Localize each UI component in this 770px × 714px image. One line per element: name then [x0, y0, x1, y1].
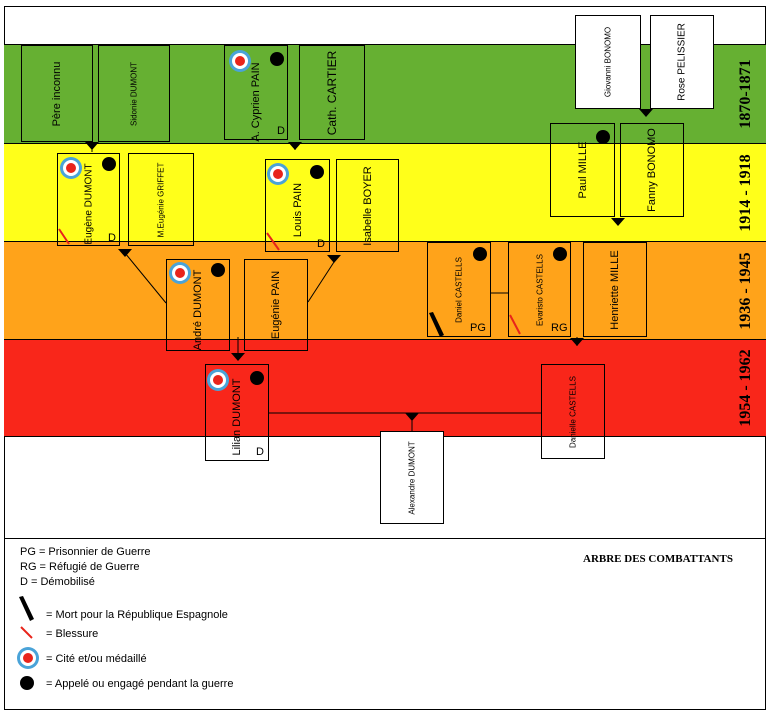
conscript-dot-icon [102, 157, 116, 171]
person-box[interactable]: Daniel CASTELLS PG [427, 242, 491, 337]
person-name: Sidonie DUMONT [129, 61, 139, 126]
conscript-dot-icon [310, 165, 324, 179]
person-name: Giovanni BONOMO [603, 26, 613, 98]
person-name: André DUMONT [192, 269, 204, 350]
person-name: Danielle CASTELLS [568, 375, 578, 448]
person-box[interactable]: Paul MILLE [550, 123, 615, 217]
wound-icon [266, 232, 280, 251]
person-box[interactable]: André DUMONT [166, 259, 230, 351]
wound-icon [20, 626, 33, 639]
chart-title: ARBRE DES COMBATTANTS [583, 553, 733, 565]
person-name: Cath. CARTIER [325, 50, 339, 135]
person-name: A. Cyprien PAIN [250, 62, 262, 142]
person-name: Paul MILLE [576, 141, 589, 199]
person-name: Eugénie PAIN [270, 270, 282, 340]
person-box[interactable]: Isabelle BOYER [336, 159, 399, 252]
medal-icon [267, 163, 289, 185]
medal-icon [207, 369, 229, 391]
person-box[interactable]: Alexandre DUMONT [380, 431, 444, 524]
person-name: Evaristo CASTELLS [535, 253, 544, 326]
person-box[interactable]: Evaristo CASTELLS RG [508, 242, 571, 337]
person-box[interactable]: Sidonie DUMONT [98, 45, 170, 142]
medal-icon [60, 157, 82, 179]
conscript-dot-icon [270, 52, 284, 66]
person-name: Isabelle BOYER [361, 165, 374, 246]
person-name: Lilian DUMONT [231, 378, 243, 456]
person-box[interactable]: Fanny BONOMO [620, 123, 684, 217]
person-name: Rose PELISSIER [676, 23, 688, 101]
person-name: Alexandre DUMONT [407, 440, 417, 515]
legend-wounded: = Blessure [46, 628, 99, 640]
killed-icon [19, 596, 34, 621]
medal-icon [229, 50, 251, 72]
band-1936: 1936 - 1945 [4, 241, 766, 339]
legend-medal: = Cité et/ou médaillé [46, 653, 147, 665]
legend-killed: = Mort pour la République Espagnole [46, 609, 228, 621]
conscript-dot-icon [211, 263, 225, 277]
person-name: Fanny BONOMO [646, 128, 658, 212]
person-box[interactable]: Eugène DUMONT D [57, 153, 120, 246]
person-box[interactable]: Cath. CARTIER [299, 45, 365, 140]
demobilised-tag: D [108, 232, 116, 244]
conscript-dot-icon [473, 247, 487, 261]
legend-pg: PG = Prisonnier de Guerre [20, 546, 151, 558]
person-box[interactable]: Henriette MILLE [583, 242, 647, 337]
legend-divider [4, 538, 766, 539]
band-1954: 1954 - 1962 [4, 339, 766, 437]
legend-called: = Appelé ou engagé pendant la guerre [46, 678, 234, 690]
legend-rg: RG = Réfugié de Guerre [20, 561, 140, 573]
medal-icon [169, 262, 191, 284]
demobilised-tag: D [277, 125, 285, 137]
person-box[interactable]: Louis PAIN D [265, 159, 330, 252]
conscript-dot-icon [250, 371, 264, 385]
conscript-dot-icon [20, 676, 34, 690]
demobilised-tag: D [256, 446, 264, 458]
demobilised-tag: D [317, 238, 325, 250]
person-box[interactable]: Rose PELISSIER [650, 15, 714, 109]
person-box[interactable]: Eugénie PAIN [244, 259, 308, 351]
conscript-dot-icon [553, 247, 567, 261]
wound-icon [509, 314, 521, 335]
person-box[interactable]: Danielle CASTELLS [541, 364, 605, 459]
refugee-tag: RG [551, 322, 568, 334]
person-box[interactable]: M.Eugénie GRIFFET [128, 153, 194, 246]
person-box[interactable]: Giovanni BONOMO [575, 15, 641, 109]
killed-icon [429, 312, 444, 337]
person-name: Père inconnu [51, 61, 63, 126]
person-box[interactable]: A. Cyprien PAIN D [224, 45, 288, 142]
person-name: Eugène DUMONT [83, 163, 94, 245]
wound-icon [58, 228, 70, 245]
person-box[interactable]: Père inconnu [21, 45, 93, 142]
medal-icon [17, 647, 39, 669]
prisoner-tag: PG [470, 322, 486, 334]
person-name: Daniel CASTELLS [454, 256, 464, 323]
conscript-dot-icon [596, 130, 610, 144]
legend-d: D = Démobilisé [20, 576, 95, 588]
person-name: M.Eugénie GRIFFET [156, 162, 166, 237]
person-name: Henriette MILLE [609, 249, 621, 330]
person-name: Louis PAIN [291, 182, 304, 238]
person-box[interactable]: Lilian DUMONT D [205, 364, 269, 461]
